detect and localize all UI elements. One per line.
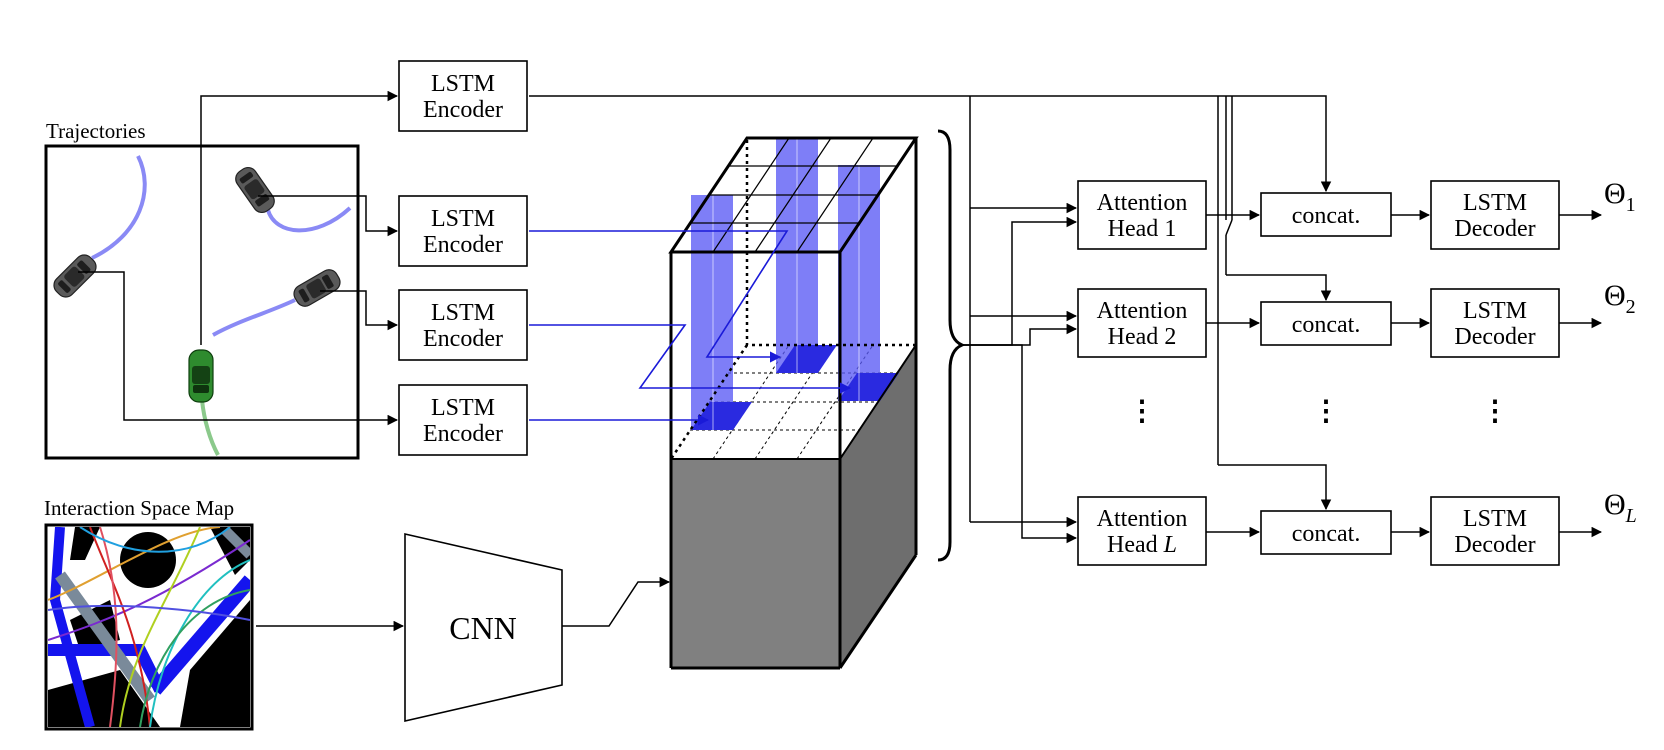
svg-text:Encoder: Encoder bbox=[423, 326, 503, 352]
cnn-block bbox=[404, 532, 563, 723]
svg-text:LSTM: LSTM bbox=[1463, 190, 1527, 216]
svg-text:Decoder: Decoder bbox=[1454, 216, 1535, 242]
ellipsis: ⋮ bbox=[1312, 396, 1340, 427]
svg-text:Attention: Attention bbox=[1097, 298, 1188, 324]
output-theta-1: Θ1 bbox=[1604, 177, 1636, 216]
lstm-encoder-box: LSTM Encoder bbox=[398, 195, 528, 267]
trajectories-label: Trajectories bbox=[46, 119, 146, 143]
attention-wiring bbox=[529, 95, 1603, 544]
trajectory-path bbox=[91, 155, 147, 260]
svg-text:concat.: concat. bbox=[1292, 203, 1361, 229]
tensor-brace bbox=[937, 129, 966, 562]
concat-box: concat. bbox=[1260, 510, 1392, 555]
lstm-decoder-box: LSTM Decoder bbox=[1430, 496, 1560, 566]
svg-text:Decoder: Decoder bbox=[1454, 532, 1535, 558]
encoder-input-arrows bbox=[78, 90, 399, 426]
attention-head-box: Attention Head L bbox=[1077, 496, 1207, 566]
svg-text:Head 2: Head 2 bbox=[1108, 324, 1177, 350]
svg-text:LSTM: LSTM bbox=[431, 206, 495, 232]
interaction-map-label: Interaction Space Map bbox=[44, 496, 234, 520]
ellipsis: ⋮ bbox=[1481, 396, 1509, 427]
svg-text:Encoder: Encoder bbox=[423, 421, 503, 447]
cnn-to-tensor-arrow bbox=[562, 576, 671, 627]
ego-trajectory-path bbox=[200, 399, 220, 456]
svg-text:Head L: Head L bbox=[1107, 532, 1177, 558]
svg-text:LSTM: LSTM bbox=[431, 71, 495, 97]
svg-text:concat.: concat. bbox=[1292, 312, 1361, 338]
ego-car-icon bbox=[188, 349, 214, 403]
ellipsis: ⋮ bbox=[1128, 396, 1156, 427]
svg-text:Encoder: Encoder bbox=[423, 232, 503, 258]
interaction-map-image bbox=[48, 527, 250, 727]
trajectory-path bbox=[212, 298, 296, 337]
encoder-to-tensor-paths bbox=[529, 230, 852, 426]
svg-text:Attention: Attention bbox=[1097, 506, 1188, 532]
attention-head-box: Attention Head 1 bbox=[1077, 180, 1207, 250]
concat-box: concat. bbox=[1260, 192, 1392, 237]
output-theta-L: ΘL bbox=[1604, 488, 1637, 527]
lstm-decoder-box: LSTM Decoder bbox=[1430, 180, 1560, 250]
svg-text:Head 1: Head 1 bbox=[1108, 216, 1177, 242]
svg-text:Decoder: Decoder bbox=[1454, 324, 1535, 350]
concat-box: concat. bbox=[1260, 301, 1392, 346]
svg-text:Encoder: Encoder bbox=[423, 97, 503, 123]
lstm-encoder-box: LSTM Encoder bbox=[398, 289, 528, 361]
svg-text:LSTM: LSTM bbox=[1463, 506, 1527, 532]
svg-text:LSTM: LSTM bbox=[431, 300, 495, 326]
svg-text:LSTM: LSTM bbox=[431, 395, 495, 421]
lstm-decoder-box: LSTM Decoder bbox=[1430, 288, 1560, 358]
trajectory-paths bbox=[91, 155, 352, 456]
svg-text:Attention: Attention bbox=[1097, 190, 1188, 216]
lstm-encoder-box: LSTM Encoder bbox=[398, 384, 528, 456]
svg-text:concat.: concat. bbox=[1292, 521, 1361, 547]
social-tensor bbox=[668, 136, 919, 670]
svg-text:LSTM: LSTM bbox=[1463, 298, 1527, 324]
cnn-label: CNN bbox=[449, 610, 517, 646]
attention-head-box: Attention Head 2 bbox=[1077, 288, 1207, 358]
trajectory-path bbox=[266, 206, 352, 233]
output-theta-2: Θ2 bbox=[1604, 279, 1636, 318]
lstm-encoder-box: LSTM Encoder bbox=[398, 60, 528, 132]
